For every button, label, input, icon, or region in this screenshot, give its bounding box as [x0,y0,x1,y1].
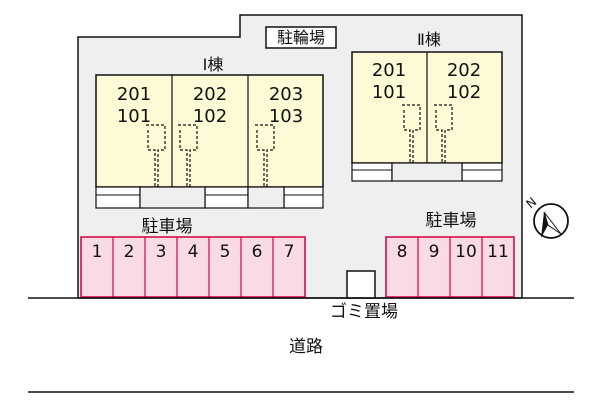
compass-north-label: N [523,195,539,211]
b1-unit-1-lower: 101 [117,106,151,127]
b1-unit-3-upper: 203 [269,84,303,105]
parking-space-10: 10 [455,242,477,262]
parking-space-11: 11 [487,242,509,262]
building-1 [95,74,324,188]
parking-space-7: 7 [284,242,295,262]
b1-unit-2-lower: 102 [193,106,227,127]
b1-unit-2-upper: 202 [193,84,227,105]
b2-unit-1-upper: 201 [372,60,406,81]
b2-unit-2-upper: 202 [447,60,481,81]
b1-unit-3-lower: 103 [269,106,303,127]
compass-icon: N [523,195,569,239]
parking-space-9: 9 [429,242,440,262]
parking-space-1: 1 [92,242,103,262]
parking-right [385,236,515,298]
parking-left-label: 駐車場 [142,217,193,237]
road-label: 道路 [289,337,323,357]
parking-right-label: 駐車場 [426,211,477,231]
parking-space-6: 6 [252,242,263,262]
b2-unit-2-lower: 102 [447,82,481,103]
bicycle-parking-label: 駐輪場 [277,28,325,47]
parking-left [80,236,306,298]
garbage-label: ゴミ置場 [330,301,398,322]
garbage-area [346,270,376,299]
bicycle-parking-box [265,26,337,49]
b1-unit-1-upper: 201 [117,84,151,105]
parking-space-3: 3 [156,242,167,262]
b2-unit-1-lower: 101 [372,82,406,103]
parking-space-8: 8 [397,242,408,262]
parking-space-4: 4 [188,242,199,262]
building-2-label: Ⅱ棟 [417,30,441,49]
parking-space-5: 5 [220,242,231,262]
parking-space-2: 2 [124,242,135,262]
building-1-label: Ⅰ棟 [203,55,224,74]
